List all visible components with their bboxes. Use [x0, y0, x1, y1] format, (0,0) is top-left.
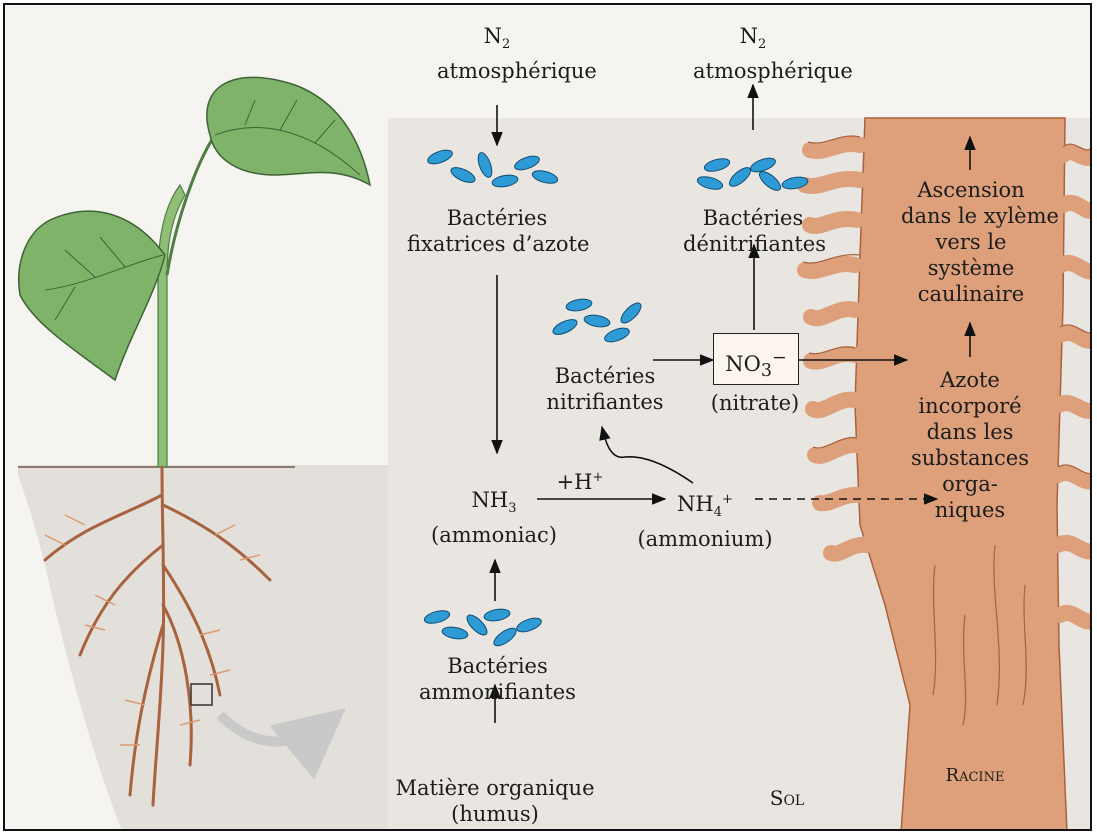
label-nitrifying-bacteria: Bactéries nitrifiantes — [540, 363, 670, 415]
label-nitrogen-incorporated: Azote incorporé dans les substances orga… — [905, 367, 1035, 523]
label-denitrifying-bacteria: Bactéries dénitrifiantes — [683, 205, 823, 257]
label-ammonia: NH3 (ammoniac) — [419, 487, 569, 548]
leaf-upper — [207, 77, 370, 185]
label-n2-right: N2 atmosphérique — [693, 23, 813, 84]
plant-illustration — [18, 77, 388, 831]
label-soil: Sol — [757, 785, 817, 811]
label-n2-left: N2 atmosphérique — [437, 23, 557, 84]
nitrate-box: NO3− — [713, 333, 799, 385]
diagram-frame: N2 atmosphérique N2 atmosphérique Bactér… — [3, 3, 1092, 831]
label-root: Racine — [925, 763, 1025, 789]
label-xylem-ascent: Ascension dans le xylème vers le système… — [901, 177, 1041, 307]
label-nitrate: (nitrate) — [705, 390, 805, 416]
label-ammonium: NH4+ (ammonium) — [630, 487, 780, 552]
leaf-lower — [19, 211, 165, 380]
label-ammonifying-bacteria: Bactéries ammonifiantes — [415, 653, 580, 705]
label-fixing-bacteria: Bactéries fixatrices d’azote — [407, 205, 587, 257]
label-organic-matter: Matière organique (humus) — [395, 775, 595, 827]
